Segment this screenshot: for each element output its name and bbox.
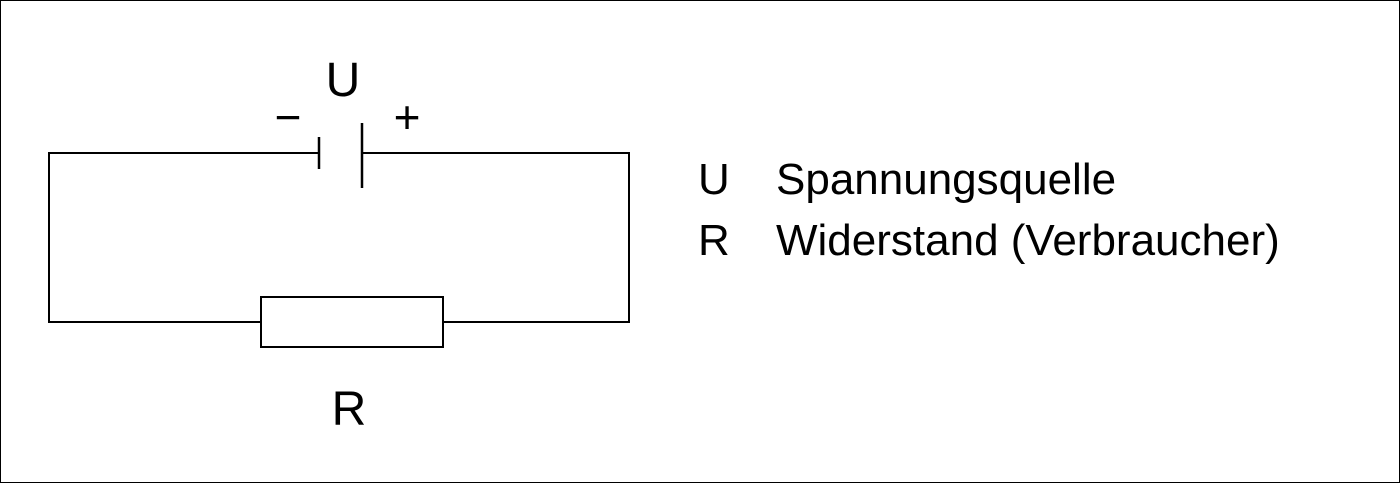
legend: U Spannungsquelle R Widerstand (Verbrauc…	[698, 155, 1280, 265]
wire-left-top	[48, 152, 319, 323]
legend-description-r: Widerstand (Verbraucher)	[776, 216, 1280, 265]
legend-symbol-u: U	[698, 155, 730, 204]
legend-description-u: Spannungsquelle	[776, 155, 1116, 204]
battery-symbol	[317, 123, 364, 188]
resistor-label: R	[332, 383, 367, 436]
wire-right-top	[362, 152, 630, 323]
plus-sign: +	[394, 91, 421, 143]
legend-symbol-r: R	[698, 216, 730, 265]
minus-sign: −	[275, 91, 302, 143]
source-label: U	[326, 54, 361, 107]
resistor-symbol	[260, 296, 444, 348]
